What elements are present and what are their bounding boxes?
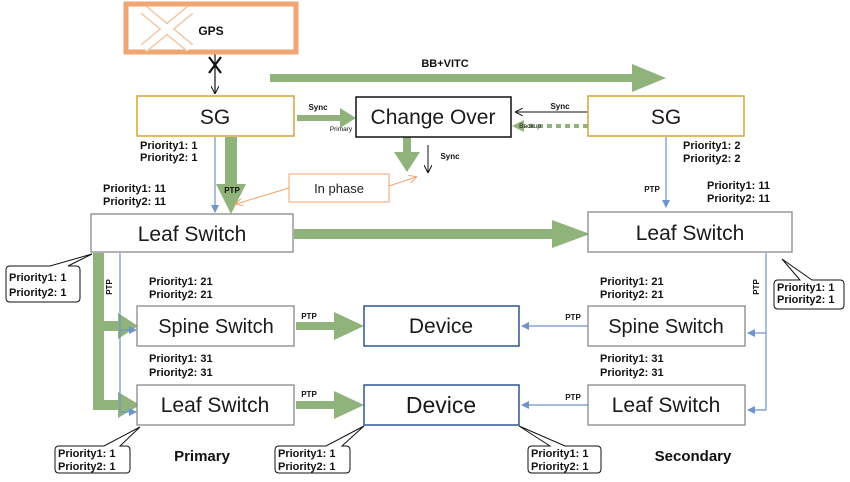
svg-text:Priority1: 11: Priority1: 11 xyxy=(707,180,770,192)
leaf-right-top-label: Leaf Switch xyxy=(636,222,745,245)
svg-text:Priority1: 1: Priority1: 1 xyxy=(777,282,834,294)
sync-label-right: Sync xyxy=(550,102,570,111)
gps-label: GPS xyxy=(198,24,223,38)
leaf-switch-right-top: Leaf Switch xyxy=(587,211,793,253)
svg-text:Priority2: 21: Priority2: 21 xyxy=(600,289,664,301)
primary-small-label: Primary xyxy=(330,126,353,133)
ptp-label-right-spine: PTP xyxy=(565,313,581,322)
backup-small-label: Backup xyxy=(519,123,541,130)
svg-text:Priority2: 1: Priority2: 1 xyxy=(9,287,66,299)
svg-text:Priority1: 1: Priority1: 1 xyxy=(278,448,335,460)
gps-box: GPS xyxy=(123,1,299,55)
svg-text:Priority2: 11: Priority2: 11 xyxy=(103,196,166,208)
svg-text:Priority2: 11: Priority2: 11 xyxy=(707,193,770,205)
svg-text:Priority1: 31: Priority1: 31 xyxy=(149,353,213,365)
secondary-caption: Secondary xyxy=(655,448,732,465)
sg-right-label: SG xyxy=(651,106,681,129)
ptp-label-right-leaf: PTP xyxy=(565,393,581,402)
spine-switch-right: Spine Switch xyxy=(587,305,746,347)
sync-label-left: Sync xyxy=(308,103,328,112)
ptp-label-leaf-device: PTP xyxy=(301,390,317,399)
svg-text:Priority2: 1: Priority2: 1 xyxy=(531,461,588,473)
primary-caption: Primary xyxy=(174,448,231,465)
leaf-to-device-arrow xyxy=(296,391,364,419)
thick-arrows xyxy=(93,64,666,419)
svg-text:Priority2: 1: Priority2: 1 xyxy=(140,152,197,164)
svg-text:Priority1: 21: Priority1: 21 xyxy=(149,276,213,288)
sync-label-down: Sync xyxy=(440,152,460,161)
callout-left-bottom: Priority1: 1 Priority2: 1 xyxy=(54,426,141,474)
device-bottom-label: Device xyxy=(406,392,476,418)
leaf-switch-right-bottom: Leaf Switch xyxy=(587,384,746,426)
svg-text:Priority2: 1: Priority2: 1 xyxy=(58,461,115,473)
svg-text:Priority1: 31: Priority1: 31 xyxy=(600,353,664,365)
device-bottom: Device xyxy=(363,384,520,426)
svg-text:Priority2: 1: Priority2: 1 xyxy=(777,294,834,306)
spine-right-label: Spine Switch xyxy=(608,316,724,338)
sg-to-leaf-arrow xyxy=(216,137,246,214)
trunk-to-spine-arrow xyxy=(104,313,138,339)
callout-device-right: Priority1: 1 Priority2: 1 xyxy=(518,425,602,474)
ptp-label-sg-right: PTP xyxy=(644,185,660,194)
device-top-label: Device xyxy=(409,315,473,338)
svg-text:Priority2: 21: Priority2: 21 xyxy=(149,289,213,301)
svg-text:Priority1: 1: Priority1: 1 xyxy=(58,448,115,460)
svg-text:Priority2: 1: Priority2: 1 xyxy=(278,461,335,473)
sg-to-changeover-arrow xyxy=(297,108,356,128)
callout-right-top: Priority1: 1 Priority2: 1 xyxy=(773,258,845,310)
leaf-to-leaf-arrow xyxy=(294,220,590,248)
leaf-switch-left-bottom: Leaf Switch xyxy=(136,384,295,426)
leaf-switch-left-top: Leaf Switch xyxy=(90,213,294,253)
callout-left-top: Priority1: 1 Priority2: 1 xyxy=(5,253,93,303)
priority-sg-left: Priority1: 1 Priority2: 1 xyxy=(140,140,197,164)
ptp-label-trunk-right: PTP xyxy=(752,279,761,295)
svg-text:Priority2: 31: Priority2: 31 xyxy=(149,367,213,379)
svg-text:Priority2: 2: Priority2: 2 xyxy=(683,153,740,165)
svg-text:Priority1: 11: Priority1: 11 xyxy=(103,183,166,195)
changeover-down-arrow xyxy=(394,136,420,172)
svg-text:Priority1: 1: Priority1: 1 xyxy=(9,272,66,284)
spine-to-device-arrow xyxy=(296,312,364,340)
spine-switch-left: Spine Switch xyxy=(136,305,295,347)
svg-text:Priority1: 1: Priority1: 1 xyxy=(140,140,197,152)
ptp-label-trunk-left: PTP xyxy=(105,279,114,295)
callout-device-left: Priority1: 1 Priority2: 1 xyxy=(274,425,365,474)
ptp-label-spine-device: PTP xyxy=(301,312,317,321)
in-phase-label: In phase xyxy=(314,181,364,196)
failed-link-x-icon xyxy=(208,56,222,74)
leaf-right-bottom-label: Leaf Switch xyxy=(612,394,721,417)
priority-leaf-right-top: Priority1: 11 Priority2: 11 xyxy=(707,180,770,205)
priority-leaf-left-top: Priority1: 11 Priority2: 11 xyxy=(103,183,166,208)
trunk-left xyxy=(93,253,104,410)
svg-text:Priority1: 21: Priority1: 21 xyxy=(600,276,664,288)
bb-vitc-label: BB+VITC xyxy=(421,58,468,70)
spine-left-label: Spine Switch xyxy=(158,316,274,338)
device-top: Device xyxy=(363,305,520,347)
svg-text:Priority1: 1: Priority1: 1 xyxy=(531,448,588,460)
sg-left: SG xyxy=(136,95,295,137)
priority-leaf-right-bottom: Priority1: 31 Priority2: 31 xyxy=(600,353,664,379)
priority-spine-right: Priority1: 21 Priority2: 21 xyxy=(600,276,664,301)
svg-text:Priority1: 2: Priority1: 2 xyxy=(683,140,740,152)
bb-vitc-arrow xyxy=(270,64,666,92)
svg-text:Priority2: 31: Priority2: 31 xyxy=(600,367,664,379)
leaf-left-bottom-label: Leaf Switch xyxy=(161,394,270,417)
change-over-label: Change Over xyxy=(371,106,496,129)
ptp-label-sg-left: PTP xyxy=(224,186,240,195)
sg-left-label: SG xyxy=(200,106,230,129)
in-phase-box: In phase xyxy=(288,173,390,203)
leaf-left-top-label: Leaf Switch xyxy=(138,223,247,246)
priority-leaf-left-bottom: Priority1: 31 Priority2: 31 xyxy=(149,353,213,379)
sg-right: SG xyxy=(587,95,745,137)
change-over: Change Over xyxy=(355,96,512,138)
priority-sg-right: Priority1: 2 Priority2: 2 xyxy=(683,140,740,165)
priority-spine-left: Priority1: 21 Priority2: 21 xyxy=(149,276,213,301)
